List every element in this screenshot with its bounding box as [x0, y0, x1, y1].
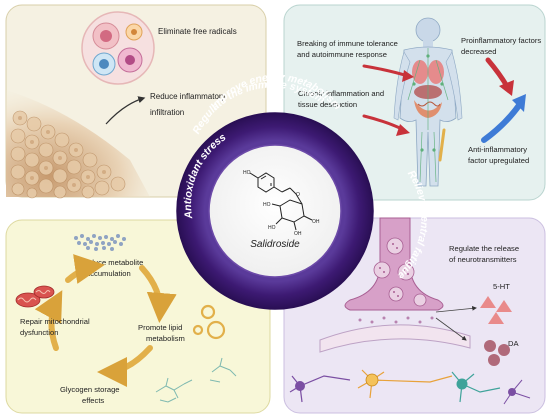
label-reduce-inflammatory: Reduce inflammatory	[150, 92, 226, 101]
up-blue-arrowhead-icon	[512, 94, 526, 112]
tissue-cells-image	[6, 90, 150, 199]
pointer-arrow-icon	[435, 305, 477, 313]
salidroside-molecule-icon	[249, 172, 313, 231]
panel-antioxidant: Eliminate free radicals Reduce inflammat…	[5, 4, 267, 199]
svg-text:HO: HO	[263, 202, 271, 208]
label-promote-lipid: Promote lipid	[138, 323, 182, 332]
metabolite-cluster-image	[74, 234, 126, 251]
label-chronic-inflammation: Chronic inflammation and	[298, 89, 384, 98]
compound-name: Salidroside	[250, 239, 300, 250]
immune-cells-image	[81, 11, 155, 85]
label-repair-mitochondrial: Repair mitochondrial	[20, 317, 90, 326]
serotonin-triangles-icon	[480, 296, 512, 324]
neurons-image	[289, 369, 531, 405]
svg-text:OH: OH	[294, 231, 302, 237]
label-glycogen-storage: Glycogen storage	[60, 385, 120, 394]
label-metabolism: metabolism	[146, 334, 185, 343]
cycle-arrow-icon	[139, 265, 177, 323]
label-reduce-metabolite: Reduce metabolite	[80, 258, 143, 267]
label-tissue-destruction: tissue destruction	[298, 100, 357, 109]
dopamine-circles-icon	[484, 340, 510, 366]
synapse-image	[319, 217, 471, 353]
label-breaking-immune-tolerance: Breaking of immune tolerance	[297, 39, 398, 48]
label-5ht: 5-HT	[493, 282, 510, 291]
human-body-image	[393, 17, 463, 187]
label-decreased: decreased	[461, 47, 496, 56]
label-anti-inflammatory: Anti-inflammatory	[468, 145, 527, 154]
svg-text:OH: OH	[312, 219, 320, 225]
inner-disc	[208, 144, 342, 278]
glycogen-branches-icon	[155, 357, 237, 403]
svg-text:HO: HO	[243, 170, 251, 176]
label-factor-upregulated: factor upregulated	[468, 156, 529, 165]
label-dysfunction: dysfunction	[20, 328, 58, 337]
svg-text:HO: HO	[268, 225, 276, 231]
up-blue-arrow-icon	[481, 101, 523, 143]
lipid-droplets-icon	[192, 304, 226, 340]
label-of-neurotransmitters: of neurotransmitters	[449, 255, 517, 264]
label-autoimmune-response: and autoimmune response	[297, 50, 387, 59]
red-arrowhead-icon	[402, 70, 414, 82]
pointer-arrow-icon	[435, 317, 467, 341]
label-accumulation: accumulation	[86, 269, 131, 278]
red-arrowhead-icon	[396, 124, 410, 136]
label-effects: effects	[82, 396, 104, 405]
down-red-arrowhead-icon	[499, 80, 514, 96]
svg-text:O: O	[296, 192, 300, 198]
label-regulate-release: Regulate the release	[449, 244, 519, 253]
arrow-icon	[105, 96, 146, 125]
cycle-arrow-icon	[97, 345, 153, 387]
cycle-arrow-icon	[65, 254, 105, 284]
cycle-arrow-icon	[34, 290, 63, 351]
label-proinflammatory-factors: Proinflammatory factors	[461, 36, 541, 45]
label-eliminate-free-radicals: Eliminate free radicals	[158, 27, 237, 36]
label-infiltration: infiltration	[150, 108, 184, 117]
label-da: DA	[508, 339, 519, 348]
molecule-atoms: HO O HO HO OH OH	[243, 170, 320, 237]
mitochondria-icon	[15, 285, 55, 308]
